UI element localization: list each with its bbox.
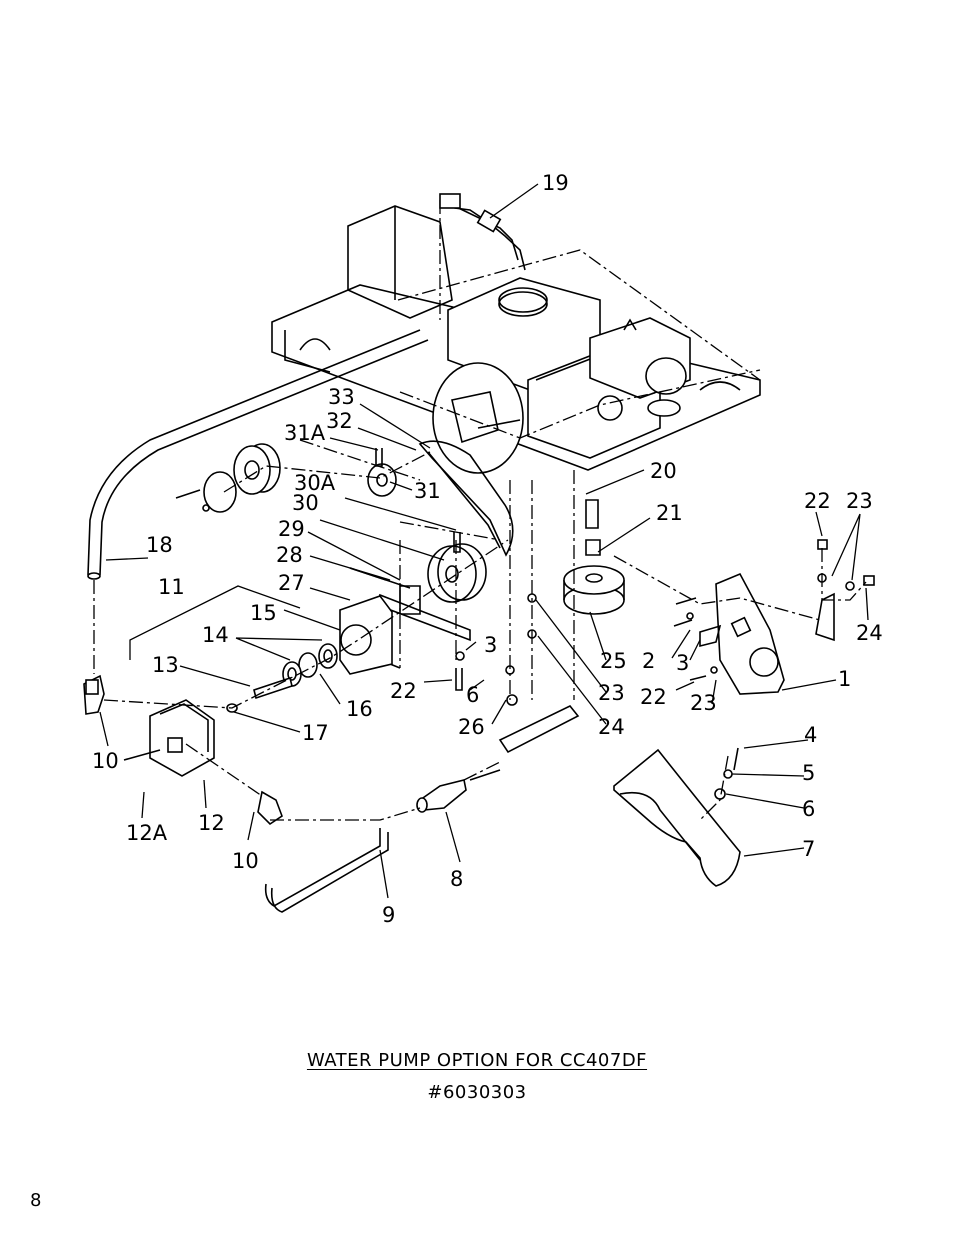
callout-14: 14 bbox=[202, 623, 229, 647]
callout-7: 7 bbox=[802, 837, 815, 861]
callout-9: 9 bbox=[382, 903, 395, 927]
shaft-bearing-drawing bbox=[226, 643, 338, 713]
callout-27: 27 bbox=[278, 571, 305, 595]
guard-drawing bbox=[613, 748, 741, 887]
hose-drawing bbox=[87, 329, 429, 580]
callout-2: 2 bbox=[642, 649, 655, 673]
callout-24a: 24 bbox=[856, 621, 883, 645]
callout-6a: 6 bbox=[466, 683, 479, 707]
callout-29: 29 bbox=[278, 517, 305, 541]
callout-22b: 22 bbox=[390, 679, 417, 703]
page-number: 8 bbox=[30, 1190, 42, 1211]
callout-21: 21 bbox=[656, 501, 683, 525]
callout-8: 8 bbox=[450, 867, 463, 891]
callout-19: 19 bbox=[542, 171, 569, 195]
callout-25: 25 bbox=[600, 649, 627, 673]
callout-16: 16 bbox=[346, 697, 373, 721]
callout-5: 5 bbox=[802, 761, 815, 785]
guard-bracket-drawing bbox=[699, 572, 835, 695]
callout-31: 31 bbox=[414, 479, 441, 503]
callout-12: 12 bbox=[198, 811, 225, 835]
callout-23a: 23 bbox=[846, 489, 873, 513]
callout-6b: 6 bbox=[802, 797, 815, 821]
fuel-line-drawing bbox=[439, 193, 526, 271]
callout-22a: 22 bbox=[804, 489, 831, 513]
centerlines bbox=[93, 439, 867, 821]
callout-30A: 30A bbox=[294, 471, 336, 495]
engine-frame-drawing bbox=[271, 200, 761, 474]
callout-18: 18 bbox=[146, 533, 173, 557]
callout-13: 13 bbox=[152, 653, 179, 677]
callout-11: 11 bbox=[158, 575, 185, 599]
diagram-title: WATER PUMP OPTION FOR CC407DF bbox=[0, 1050, 954, 1071]
diagram-part-number: #6030303 bbox=[427, 1082, 527, 1103]
leader-lines bbox=[99, 183, 869, 899]
callout-31A: 31A bbox=[284, 421, 326, 445]
callout-1: 1 bbox=[838, 667, 851, 691]
callout-4: 4 bbox=[804, 723, 817, 747]
callout-17: 17 bbox=[302, 721, 329, 745]
callout-10b: 10 bbox=[232, 849, 259, 873]
belt-drawing bbox=[418, 440, 514, 557]
callout-26: 26 bbox=[458, 715, 485, 739]
callout-32: 32 bbox=[326, 409, 353, 433]
callout-33: 33 bbox=[328, 385, 355, 409]
callout-labels: 19 33 32 31A 31 30A 30 29 28 27 20 21 22… bbox=[92, 171, 883, 927]
callout-3a: 3 bbox=[484, 633, 497, 657]
callout-22c: 22 bbox=[640, 685, 667, 709]
bracket-drawing bbox=[339, 567, 471, 675]
callout-15: 15 bbox=[250, 601, 277, 625]
callout-23c: 23 bbox=[598, 681, 625, 705]
pump-drawing bbox=[83, 674, 283, 826]
callout-24b: 24 bbox=[598, 715, 625, 739]
callout-10a: 10 bbox=[92, 749, 119, 773]
callout-20: 20 bbox=[650, 459, 677, 483]
callout-30: 30 bbox=[292, 491, 319, 515]
callout-23b: 23 bbox=[690, 691, 717, 715]
pulley-drawing bbox=[203, 443, 625, 615]
callout-3b: 3 bbox=[676, 651, 689, 675]
diagram-title-text: WATER PUMP OPTION FOR CC407DF bbox=[306, 1050, 648, 1071]
callout-28: 28 bbox=[276, 543, 303, 567]
callout-12A: 12A bbox=[126, 821, 168, 845]
hardware-drawing bbox=[175, 448, 875, 800]
